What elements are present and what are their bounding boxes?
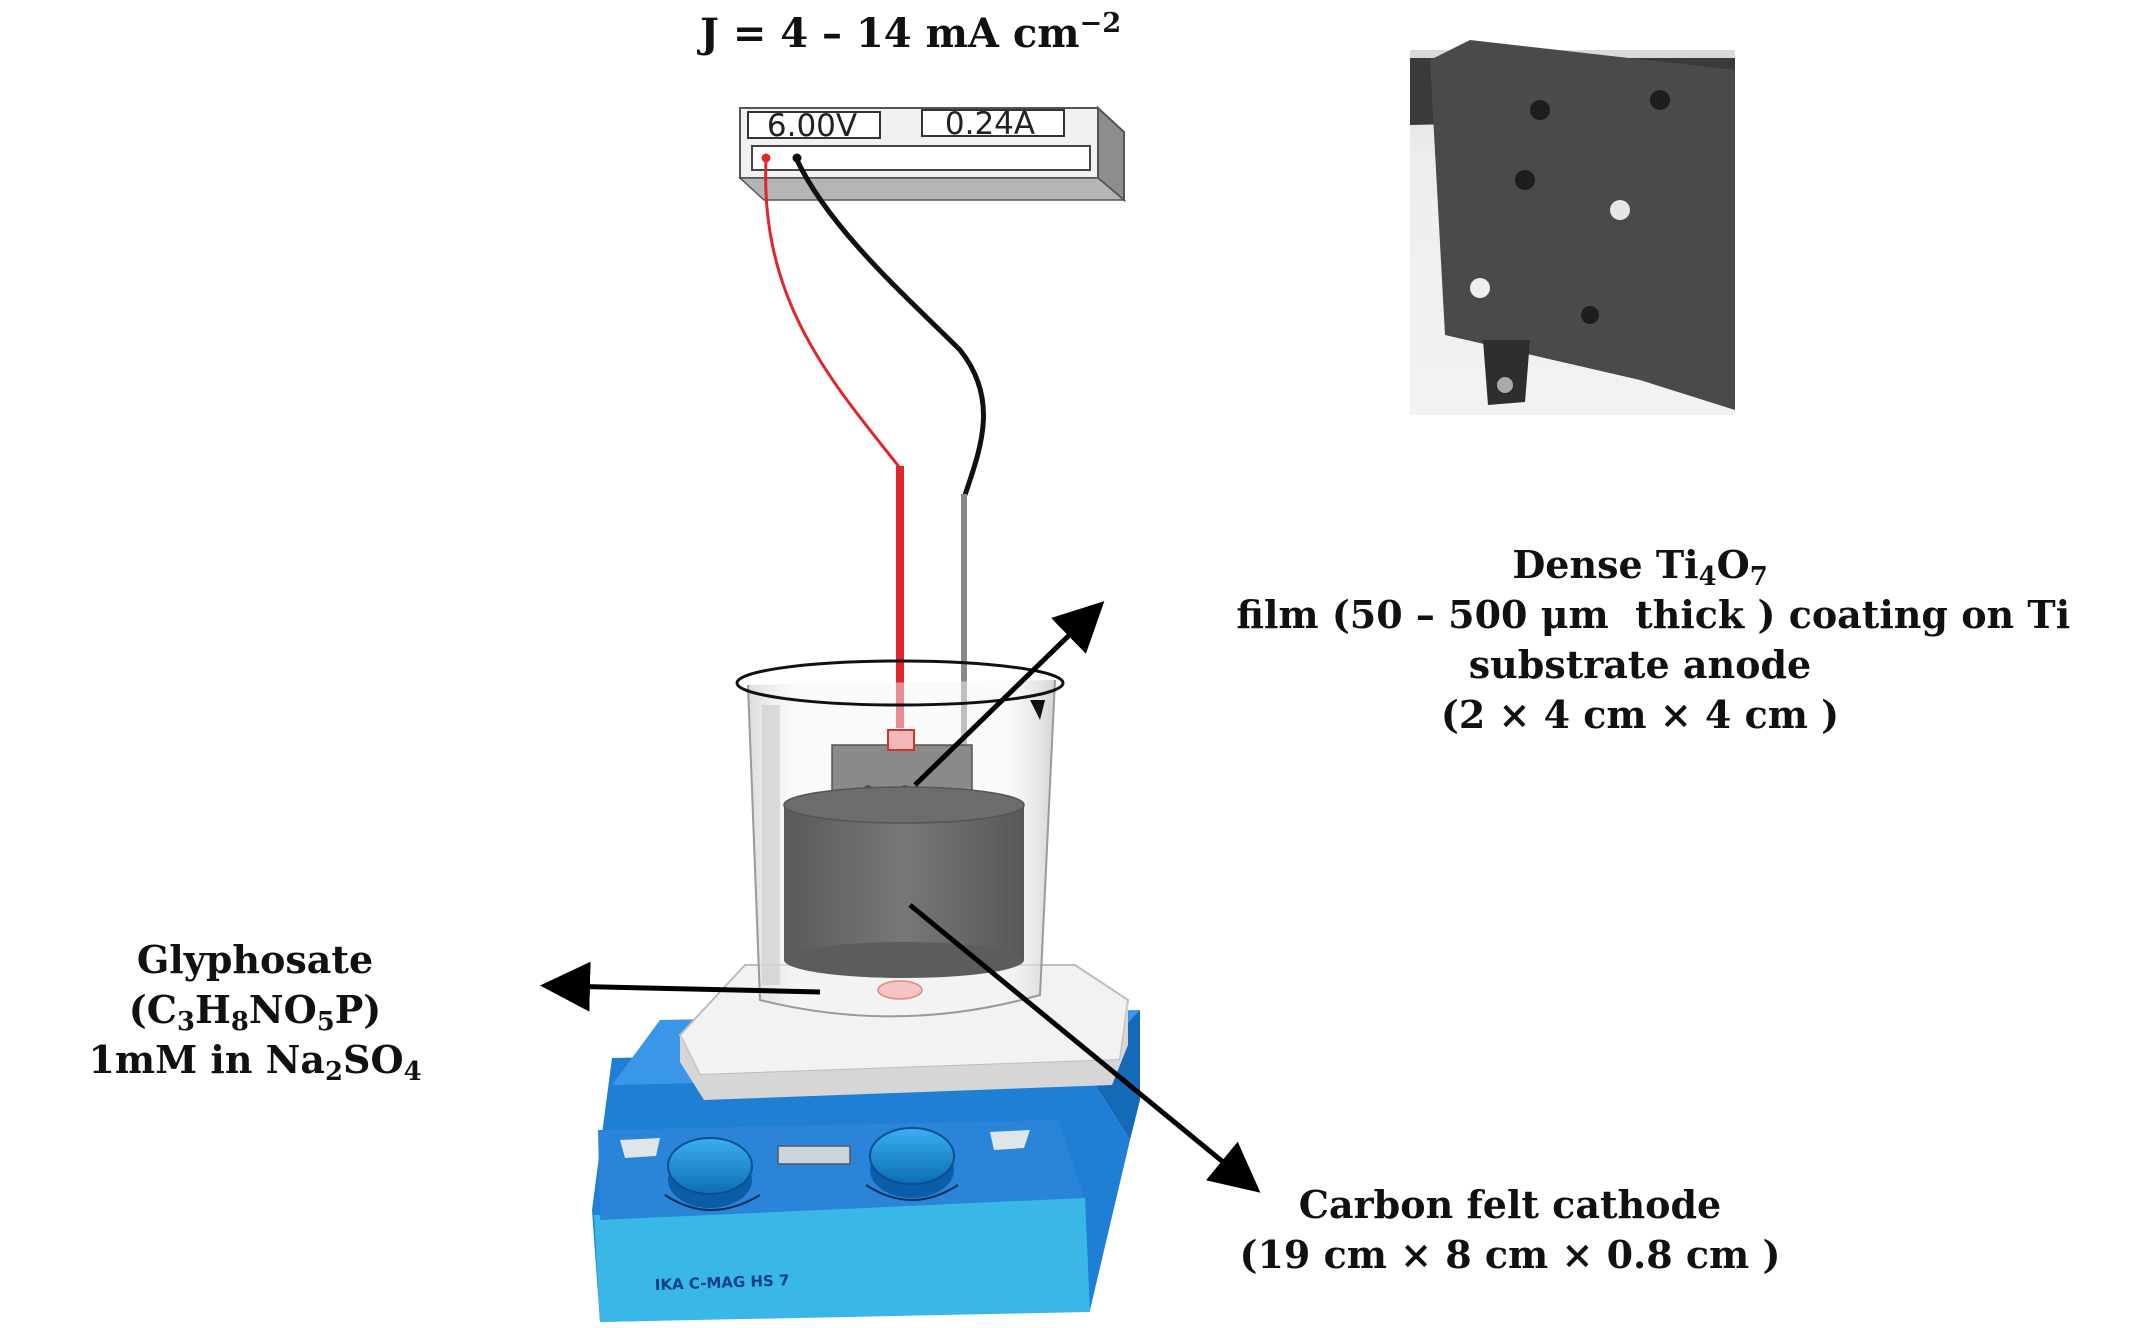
photo-hole	[1581, 306, 1599, 324]
electrolyte-subscript: 2	[325, 1057, 344, 1088]
cathode-label-line1: Carbon felt cathode	[1298, 1182, 1722, 1227]
felt-body	[784, 805, 1024, 960]
cathode-lead	[961, 494, 967, 819]
hot-plate-edge	[680, 1000, 1128, 1100]
voltage-readout: 6.00V	[767, 108, 857, 144]
anode-label-line1: Dense Ti4O7 film (50 – 500 μm thick ) co…	[1140, 540, 2140, 640]
photo-hole	[1530, 100, 1550, 120]
anode-label-line3: (2 × 4 cm × 4 cm )	[1440, 692, 1840, 738]
anode-subscript: 4	[1698, 562, 1717, 593]
anode-text: film (50 – 500 μm thick ) coating on Ti	[1209, 592, 2071, 638]
electrolyte-label-line1: Glyphosate (C3H8NO5P)	[10, 935, 500, 1035]
positive-terminal	[761, 153, 771, 163]
stirrer-model-label: IKA C-MAG HS 7	[655, 1271, 790, 1294]
power-supply: 6.00V 0.24A	[738, 105, 1127, 203]
photo-hole	[1650, 90, 1670, 110]
power-supply-panel	[751, 145, 1091, 171]
photo-hole	[1470, 278, 1490, 298]
photo-hole	[1610, 200, 1630, 220]
electrolyte-text: 1mM in Na	[88, 1037, 326, 1083]
glyphosate-arrow	[540, 961, 821, 1012]
current-readout: 0.24A	[945, 106, 1035, 142]
knob-left-scale	[664, 1194, 761, 1211]
beaker-highlight	[762, 705, 780, 985]
stirrer-button-right	[990, 1130, 1030, 1150]
negative-wire	[794, 158, 986, 496]
current-display	[921, 109, 1065, 137]
photo-anode-tab	[1483, 340, 1530, 405]
anode-label: Dense Ti4O7 film (50 – 500 μm thick ) co…	[1140, 540, 2140, 741]
power-supply-bottom	[738, 177, 1127, 201]
stirrer-front-strip	[594, 1198, 1090, 1322]
electrolyte-label: Glyphosate (C3H8NO5P) 1mM in Na2SO4	[10, 935, 500, 1085]
electrolyte-text: H	[194, 987, 231, 1033]
speed-knob	[869, 1127, 955, 1185]
beaker-spout	[1030, 700, 1045, 720]
magnetic-stirrer: IKA C-MAG HS 7	[592, 964, 1140, 1322]
stirrer-display	[777, 1145, 851, 1165]
electrolyte-text: NO	[248, 987, 317, 1033]
photo-tab-screw	[1497, 377, 1513, 393]
cathode-label: Carbon felt cathode (19 cm × 8 cm × 0.8 …	[1230, 1180, 1790, 1280]
temperature-knob	[667, 1137, 753, 1195]
anode-subscript: 7	[1749, 562, 1768, 593]
stirrer-button-left	[620, 1138, 660, 1158]
anode-label-line2: substrate anode	[1468, 642, 1812, 688]
cathode-arrow	[908, 903, 1261, 1193]
anode-text: Dense Ti	[1512, 542, 1699, 587]
photo-anode-plate	[1430, 40, 1735, 410]
electrolyte-subscript: 3	[176, 1007, 195, 1038]
electrolyte-subscript: 4	[403, 1057, 422, 1088]
electrolyte-subscript: 5	[316, 1007, 335, 1038]
stir-bar	[877, 980, 923, 1000]
beaker-rim	[735, 659, 1065, 707]
current-density-exponent: −2	[1079, 7, 1122, 40]
electrolyte-text: SO	[343, 1037, 404, 1083]
felt-bottom	[784, 942, 1024, 978]
felt-top	[783, 786, 1025, 824]
positive-wire	[764, 159, 902, 720]
cathode-label-line2: (19 cm × 8 cm × 0.8 cm )	[1239, 1232, 1781, 1278]
current-density-title: J = 4 – 14 mA cm−2	[700, 8, 1220, 61]
electrolyte-subscript: 8	[230, 1007, 249, 1038]
current-density-text: J = 4 – 14 mA cm	[700, 10, 1080, 57]
anode-photo-inset	[1410, 40, 1735, 415]
electrolyte-text: Glyphosate (C	[128, 937, 374, 1033]
knob-right-scale	[865, 1184, 959, 1201]
photo-hole	[1515, 170, 1535, 190]
anode-arrow	[913, 601, 1105, 787]
electrolyte-text: P)	[334, 987, 382, 1033]
anode-text: O	[1716, 542, 1750, 587]
voltage-display	[747, 111, 881, 139]
electrolyte-label-line2: 1mM in Na2SO4	[10, 1035, 500, 1085]
anode-clip	[887, 729, 915, 751]
anode-lead	[896, 466, 904, 728]
